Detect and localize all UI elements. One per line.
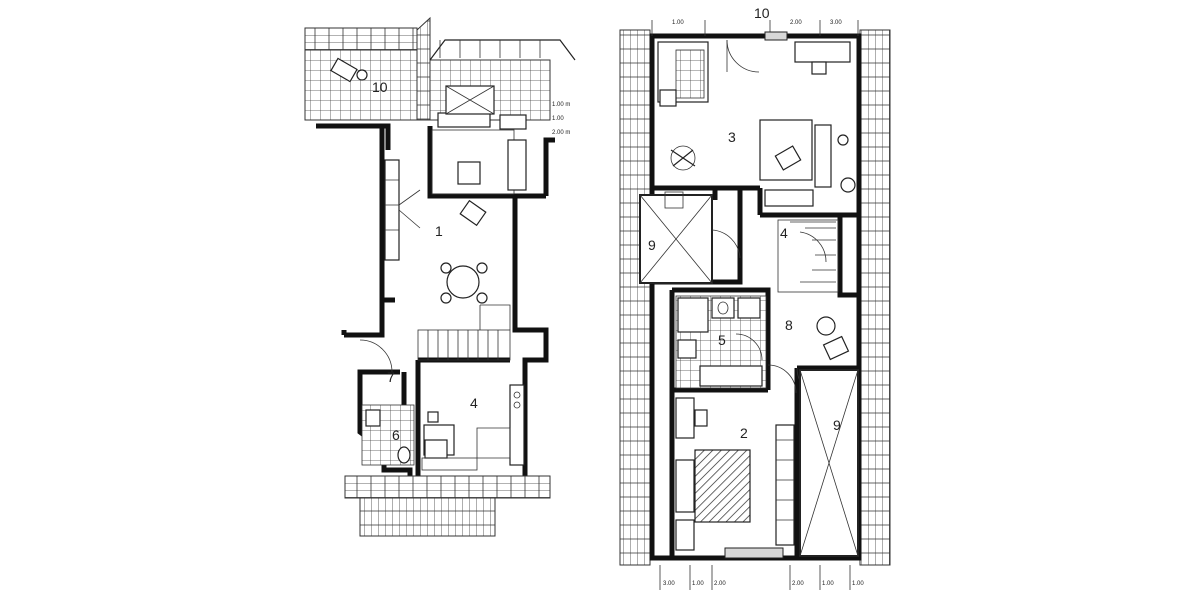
room-number-4-kitchen: 4 (470, 395, 478, 411)
svg-text:1.00: 1.00 (822, 581, 834, 587)
room-number-1-living: 1 (435, 223, 443, 239)
svg-text:2.00: 2.00 (790, 20, 802, 26)
svg-text:2.00 m: 2.00 m (552, 130, 570, 136)
room-number-7-entry: 7 (387, 369, 395, 385)
upper-floor-plan: 1.00 2.00 3.00 10 3 (619, 5, 891, 590)
living-sofa (437, 112, 491, 128)
double-bed (694, 449, 751, 523)
dining-table (440, 262, 488, 304)
svg-text:1.00: 1.00 (552, 116, 564, 122)
svg-text:1.00 m: 1.00 m (552, 102, 570, 108)
svg-text:1.00: 1.00 (852, 581, 864, 587)
living-sofa-side (507, 139, 527, 191)
svg-text:2.00: 2.00 (714, 581, 726, 587)
svg-text:2.00: 2.00 (792, 581, 804, 587)
room-number-3-bedroom: 3 (728, 129, 736, 145)
svg-text:3.00: 3.00 (663, 581, 675, 587)
room-number-6-wc: 6 (392, 427, 400, 443)
room-number-5-bathroom: 5 (718, 332, 726, 348)
stairs-upper (777, 219, 839, 293)
room-number-10-top: 10 (754, 5, 770, 21)
stairs-lower (417, 304, 511, 361)
wardrobe (775, 424, 795, 546)
lower-floor-plan: 10 1.00 m 1.00 2.00 m 1 (304, 16, 576, 537)
terrace-area: 10 (304, 16, 576, 121)
room-number-10-terrace: 10 (372, 79, 388, 95)
svg-text:3.00: 3.00 (830, 20, 842, 26)
kitchen-counter (384, 159, 400, 261)
room-number-8-hallway: 8 (785, 317, 793, 333)
room-number-9-storage-a: 9 (648, 237, 656, 253)
coffee-table (457, 161, 481, 185)
svg-text:1.00: 1.00 (672, 20, 684, 26)
plant-icon (670, 145, 696, 171)
bathtub (699, 365, 763, 387)
room-number-9-storage-b: 9 (833, 417, 841, 433)
room-number-2-bedroom: 2 (740, 425, 748, 441)
lower-floor-outer-walls (316, 123, 549, 481)
room-number-4-stairwell: 4 (780, 225, 788, 241)
svg-text:1.00: 1.00 (692, 581, 704, 587)
